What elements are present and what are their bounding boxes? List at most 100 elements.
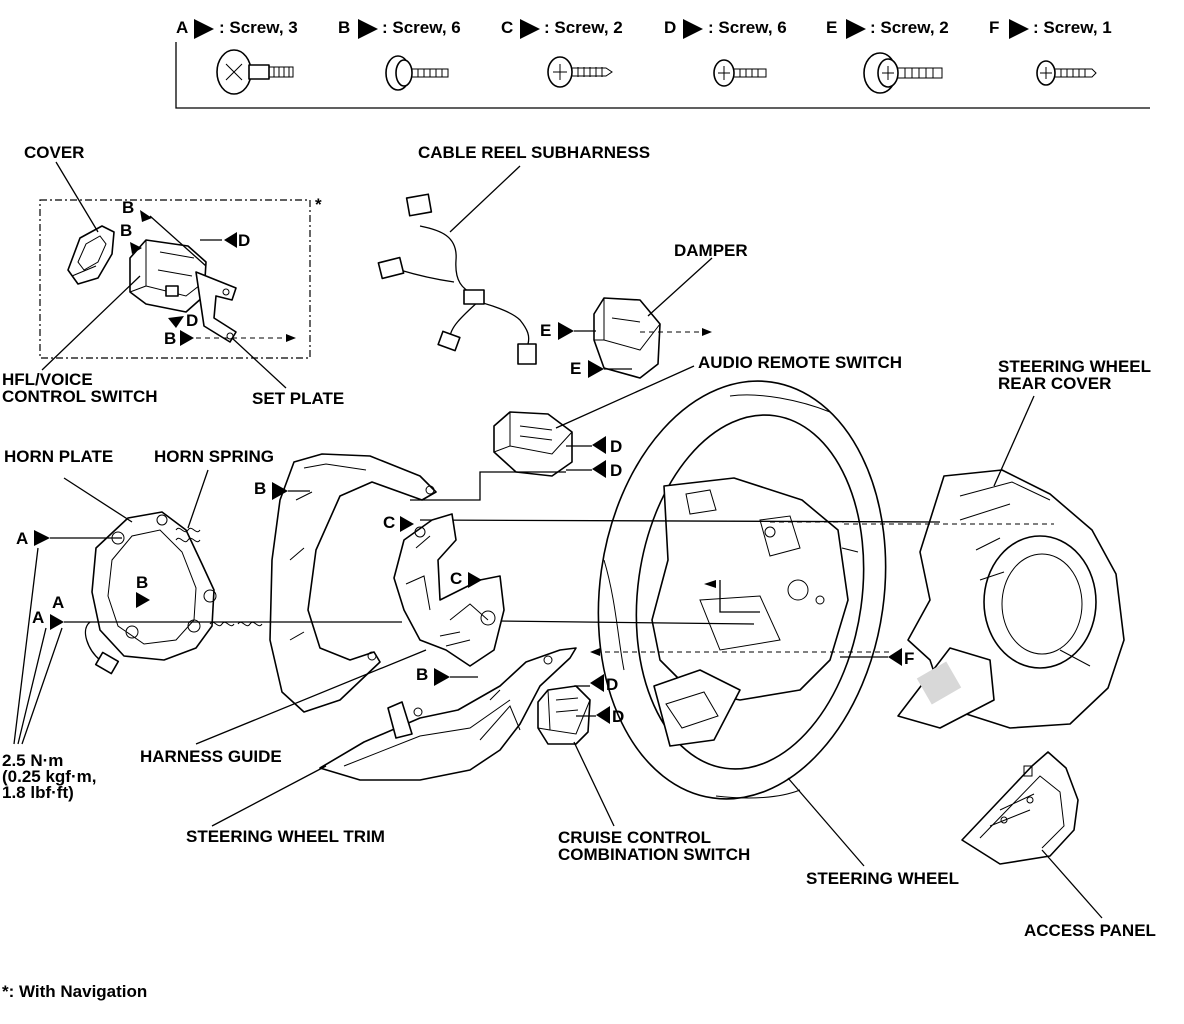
label-damper: DAMPER — [674, 241, 748, 260]
self-tapping-screw-icon — [547, 56, 613, 88]
screw-arrow-icon — [592, 460, 606, 478]
fastener-label-d: D — [238, 231, 250, 250]
fastener-label-e: E — [570, 359, 581, 378]
screw-arrow-icon — [140, 210, 152, 222]
label-horn-spring: HORN SPRING — [154, 447, 274, 466]
horn-plate-part — [84, 511, 217, 675]
screw-legend: A : Screw, 3 B : Screw, 6 C — [175, 18, 1150, 109]
screw-arrow-icon — [400, 516, 414, 532]
screw-arrow-icon — [558, 322, 574, 340]
small-screw-icon — [713, 59, 767, 87]
label-cruise-line2: COMBINATION SWITCH — [558, 845, 750, 864]
legend-item-f: F : Screw, 1 — [989, 18, 1112, 86]
screw-arrow-icon — [180, 330, 194, 346]
screw-arrow-icon — [50, 614, 64, 630]
label-torque-line3: 1.8 lbf·ft) — [2, 783, 74, 802]
fastener-label-d: D — [610, 461, 622, 480]
legend-item-b: B : Screw, 6 — [338, 18, 461, 91]
label-steering-wheel: STEERING WHEEL — [806, 869, 959, 888]
label-torque-line1: 2.5 N·m — [2, 751, 63, 770]
screw-arrow-icon — [168, 316, 184, 328]
hfl-voice-control-switch-part — [129, 239, 207, 313]
fastener-label-a: A — [32, 608, 44, 627]
screw-arrow-icon — [434, 668, 450, 686]
fastener-label-c: C — [383, 513, 395, 532]
legend-text-f: : Screw, 1 — [1033, 18, 1112, 37]
legend-text-a: : Screw, 3 — [219, 18, 298, 37]
harness-guide-part — [393, 513, 505, 667]
legend-item-d: D : Screw, 6 — [664, 18, 787, 87]
legend-letter-a: A — [176, 18, 188, 37]
legend-text-c: : Screw, 2 — [544, 18, 623, 37]
fastener-label-d: D — [612, 707, 624, 726]
set-plate-part — [195, 271, 237, 343]
legend-letter-b: B — [338, 18, 350, 37]
fastener-label-f: F — [904, 649, 914, 668]
navigation-asterisk: * — [315, 195, 322, 214]
legend-arrow-icon — [683, 19, 703, 39]
steering-cover-panel-part — [269, 453, 437, 713]
fastener-label-b: B — [416, 665, 428, 684]
screw-arrow-icon — [588, 360, 604, 378]
steering-wheel-rear-cover-part — [897, 395, 1125, 729]
fastener-label-c: C — [450, 569, 462, 588]
direction-arrow-icon — [286, 334, 296, 342]
label-audio-remote-switch: AUDIO REMOTE SWITCH — [698, 353, 902, 372]
cover-part — [67, 225, 115, 285]
washer-screw-icon — [385, 55, 449, 91]
damper-part — [593, 257, 713, 379]
screw-arrow-icon — [136, 592, 150, 608]
fastener-label-d: D — [606, 675, 618, 694]
label-harness-guide: HARNESS GUIDE — [140, 747, 282, 766]
label-cruise-line1: CRUISE CONTROL — [558, 828, 711, 847]
screw-arrow-icon — [888, 648, 902, 666]
label-steering-wheel-trim: STEERING WHEEL TRIM — [186, 827, 385, 846]
legend-letter-d: D — [664, 18, 676, 37]
direction-arrow-icon — [702, 328, 712, 336]
footnote: *: With Navigation — [2, 982, 147, 1001]
label-hfl-line1: HFL/VOICE — [2, 370, 93, 389]
legend-arrow-icon — [846, 19, 866, 39]
cruise-control-combination-switch-part — [537, 685, 591, 745]
legend-text-d: : Screw, 6 — [708, 18, 787, 37]
screw-arrow-icon — [224, 232, 237, 248]
fastener-label-b: B — [122, 198, 134, 217]
legend-item-c: C : Screw, 2 — [501, 18, 623, 88]
fastener-label-b: B — [136, 573, 148, 592]
legend-item-a: A : Screw, 3 — [176, 18, 298, 95]
label-rear-cover-line2: REAR COVER — [998, 374, 1111, 393]
fastener-label-a: A — [52, 593, 64, 612]
navigation-inset: * B B D D B — [39, 161, 322, 389]
label-hfl-line2: CONTROL SWITCH — [2, 387, 158, 406]
access-panel-part — [961, 751, 1079, 865]
screw-arrow-icon — [468, 572, 482, 588]
legend-arrow-icon — [194, 19, 214, 39]
flange-screw-icon — [863, 52, 943, 94]
label-horn-plate: HORN PLATE — [4, 447, 113, 466]
label-cable-reel-subharness: CABLE REEL SUBHARNESS — [418, 143, 650, 162]
legend-arrow-icon — [1009, 19, 1029, 39]
fastener-label-b: B — [120, 221, 132, 240]
flat-head-screw-icon — [216, 49, 294, 95]
legend-item-e: E : Screw, 2 — [826, 18, 949, 94]
label-rear-cover-line1: STEERING WHEEL — [998, 357, 1151, 376]
legend-text-b: : Screw, 6 — [382, 18, 461, 37]
direction-arrow-icon — [590, 648, 600, 656]
fastener-label-a: A — [16, 529, 28, 548]
fastener-label-b: B — [164, 329, 176, 348]
screw-arrow-icon — [272, 482, 288, 500]
direction-arrow-icon — [704, 580, 716, 588]
label-access-panel: ACCESS PANEL — [1024, 921, 1156, 940]
steering-wheel-part — [597, 380, 887, 800]
legend-text-e: : Screw, 2 — [870, 18, 949, 37]
screw-arrow-icon — [130, 242, 142, 254]
pan-head-screw-icon — [1036, 60, 1097, 86]
legend-arrow-icon — [358, 19, 378, 39]
fastener-label-b: B — [254, 479, 266, 498]
legend-arrow-icon — [520, 19, 540, 39]
cable-reel-subharness-part — [377, 165, 537, 365]
screw-arrow-icon — [592, 436, 606, 454]
legend-letter-f: F — [989, 18, 999, 37]
fastener-label-e: E — [540, 321, 551, 340]
